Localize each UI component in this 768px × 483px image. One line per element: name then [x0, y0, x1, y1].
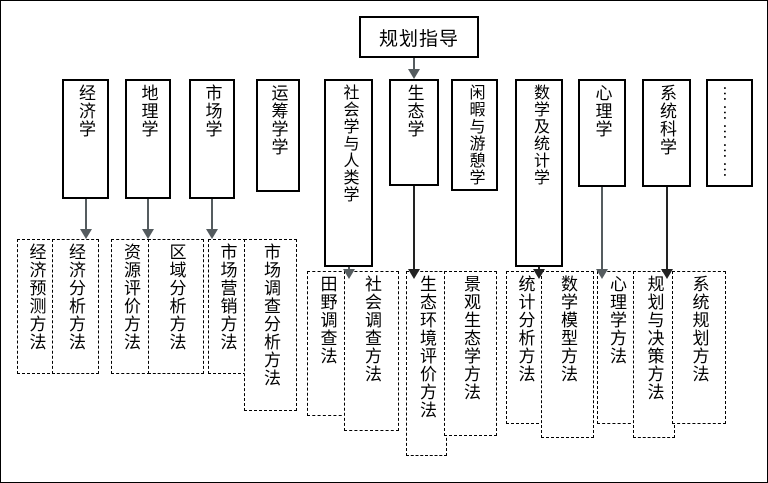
discipline-label-sociology: 社会学与人类学 [340, 84, 358, 203]
discipline-box-sociology[interactable]: 社会学与人类学 [324, 79, 373, 267]
discipline-label-operations: 运筹学学 [268, 84, 288, 156]
discipline-label-leisure: 闲暇与游憩学 [466, 84, 484, 186]
discipline-label-geography: 地理学 [138, 84, 158, 138]
root-node-label: 规划指导 [378, 28, 459, 50]
connector-math-statistics [538, 267, 540, 269]
method-label-eco-env-evaluation: 生态环境评价方法 [417, 275, 436, 419]
discipline-label-economics: 经济学 [76, 84, 95, 138]
root-node-planning-guidance[interactable]: 规划指导 [359, 16, 479, 58]
method-label-social-survey: 社会调查方法 [362, 275, 381, 383]
arrowhead-marketing [206, 229, 218, 239]
method-box-psychology-methods[interactable]: 心理学方法 [597, 271, 636, 424]
method-box-resource-evaluation[interactable]: 资源评价方法 [111, 239, 150, 374]
method-box-social-survey[interactable]: 社会调查方法 [344, 271, 399, 431]
discipline-label-psychology: 心理学 [592, 84, 612, 138]
arrowhead-psychology [596, 269, 608, 279]
method-label-statistical-analysis: 统计分析方法 [515, 275, 535, 383]
arrowhead-math-statistics [533, 269, 545, 279]
discipline-box-etcetera[interactable]: …………… [706, 79, 753, 187]
discipline-box-systems-science[interactable]: 系统科学 [642, 79, 691, 187]
connector-systems-science [666, 187, 668, 269]
arrowhead-systems-science [661, 269, 673, 279]
method-label-system-planning: 系统规划方法 [689, 275, 709, 383]
discipline-box-economics[interactable]: 经济学 [62, 79, 109, 199]
connector-root-to-ecology [413, 58, 415, 71]
method-box-economic-forecasting[interactable]: 经济预测方法 [17, 239, 55, 374]
method-label-market-survey-analysis: 市场调查分析方法 [261, 243, 280, 387]
connector-marketing [211, 199, 213, 229]
arrowhead-economics [80, 229, 92, 239]
method-label-psychology-methods: 心理学方法 [607, 275, 626, 365]
method-label-landscape-ecology: 景观生态学方法 [461, 275, 480, 401]
discipline-label-systems-science: 系统科学 [657, 84, 676, 156]
discipline-box-marketing[interactable]: 市场学 [189, 79, 235, 199]
arrowhead-ecology [408, 269, 420, 279]
method-box-eco-env-evaluation[interactable]: 生态环境评价方法 [406, 271, 447, 456]
arrowhead-root-to-ecology [408, 69, 420, 79]
method-label-regional-analysis: 区域分析方法 [166, 243, 186, 351]
discipline-box-leisure[interactable]: 闲暇与游憩学 [451, 79, 498, 191]
discipline-box-psychology[interactable]: 心理学 [578, 79, 626, 187]
method-label-resource-evaluation: 资源评价方法 [121, 243, 140, 351]
method-box-field-survey[interactable]: 田野调查法 [307, 271, 347, 416]
method-box-marketing-methods[interactable]: 市场营销方法 [208, 239, 246, 374]
method-box-statistical-analysis[interactable]: 统计分析方法 [506, 271, 544, 424]
method-label-planning-decision: 规划与决策方法 [644, 275, 664, 401]
method-box-system-planning[interactable]: 系统规划方法 [672, 271, 726, 424]
method-label-math-model: 数学模型方法 [558, 275, 577, 383]
arrowhead-sociology [343, 269, 355, 279]
discipline-label-marketing: 市场学 [202, 84, 222, 138]
discipline-box-ecology[interactable]: 生态学 [389, 79, 439, 186]
method-box-planning-decision[interactable]: 规划与决策方法 [633, 271, 675, 438]
connector-psychology [601, 187, 603, 269]
connector-economics [85, 199, 87, 229]
connector-ecology [413, 186, 415, 269]
method-label-economic-forecasting: 经济预测方法 [26, 243, 46, 351]
method-label-marketing-methods: 市场营销方法 [217, 243, 237, 351]
method-box-landscape-ecology[interactable]: 景观生态学方法 [444, 271, 497, 436]
discipline-label-etcetera: …………… [720, 85, 739, 180]
method-box-math-model[interactable]: 数学模型方法 [541, 271, 594, 438]
discipline-label-ecology: 生态学 [404, 84, 424, 138]
connector-sociology [348, 267, 350, 269]
method-box-market-survey-analysis[interactable]: 市场调查分析方法 [244, 239, 297, 411]
method-box-regional-analysis[interactable]: 区域分析方法 [148, 239, 204, 374]
discipline-box-operations[interactable]: 运筹学学 [256, 79, 300, 192]
discipline-label-math-statistics: 数学及统计学 [531, 84, 548, 186]
method-box-economic-analysis[interactable]: 经济分析方法 [52, 239, 99, 374]
method-label-economic-analysis: 经济分析方法 [66, 243, 85, 351]
discipline-box-geography[interactable]: 地理学 [125, 79, 171, 199]
discipline-box-math-statistics[interactable]: 数学及统计学 [515, 79, 563, 267]
method-label-field-survey: 田野调查法 [317, 275, 337, 365]
arrowhead-geography [142, 229, 154, 239]
connector-geography [147, 199, 149, 229]
